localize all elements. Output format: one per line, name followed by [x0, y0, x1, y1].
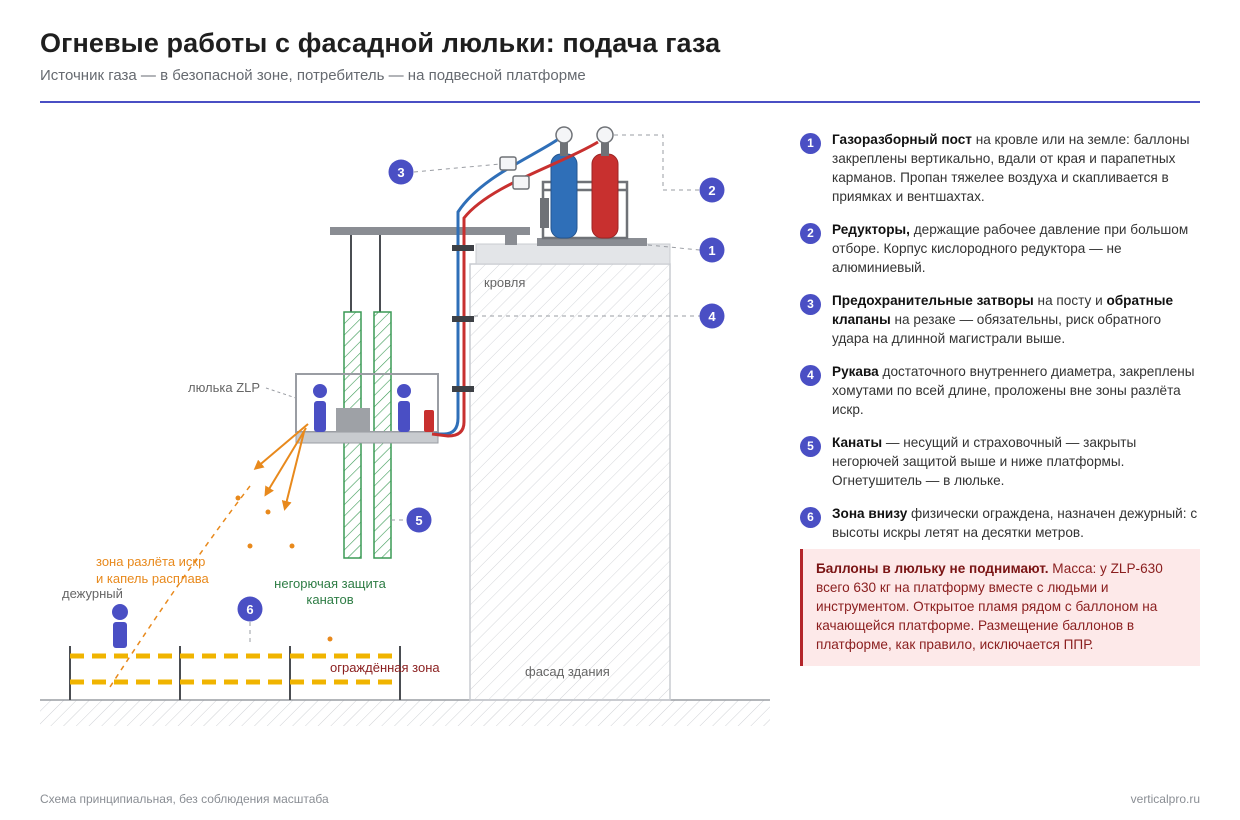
- ground: [40, 700, 770, 726]
- cradle: [295, 373, 439, 444]
- svg-text:1: 1: [708, 243, 715, 258]
- svg-text:5: 5: [415, 513, 422, 528]
- outrigger-beam: [330, 227, 530, 235]
- cradle-leader: [265, 387, 297, 399]
- page-title: Огневые работы с фасадной люльки: подача…: [40, 28, 721, 58]
- marker-leaders: [249, 134, 701, 645]
- legend-item-4: 4 Рукава достаточного внутреннего диамет…: [800, 362, 1200, 419]
- hose-clamp: [452, 245, 474, 251]
- legend-item-2: 2 Редукторы, держащие рабочее давление п…: [800, 220, 1200, 277]
- svg-text:4: 4: [708, 309, 716, 324]
- fire-extinguisher: [424, 410, 434, 432]
- legend-number-badge: 5: [800, 436, 821, 457]
- header-divider: [40, 101, 1200, 103]
- svg-text:6: 6: [246, 602, 253, 617]
- facade-label: фасад здания: [525, 664, 610, 679]
- propane-hose: [431, 140, 599, 438]
- spark-drops: [235, 495, 333, 642]
- guard-figure: [112, 604, 128, 648]
- roof-label: кровля: [484, 275, 525, 290]
- spark-zone-label-1: зона разлёта искр: [96, 554, 205, 569]
- worker-right: [397, 384, 411, 432]
- legend-number-badge: 3: [800, 294, 821, 315]
- legend-text: Канаты — несущий и страховочный — закрыт…: [832, 435, 1137, 488]
- legend-number-badge: 1: [800, 133, 821, 154]
- spark-zone-label-2: и капель расплава: [96, 571, 209, 586]
- legend: 1 Газоразборный пост на кровле или на зе…: [800, 130, 1200, 556]
- propane-cylinder: [591, 126, 619, 239]
- legend-text: Предохранительные затворы на посту и обр…: [832, 293, 1174, 346]
- gas-supply-diagram: кровля фасад здания люлька ZLP: [40, 126, 770, 726]
- legend-number-badge: 6: [800, 507, 821, 528]
- legend-item-1: 1 Газоразборный пост на кровле или на зе…: [800, 130, 1200, 206]
- building: [469, 243, 671, 701]
- safety-valve-propane: [512, 175, 530, 190]
- cradle-label: люлька ZLP: [188, 380, 260, 395]
- guard-label: дежурный: [62, 586, 123, 601]
- safety-valve-oxygen: [499, 156, 517, 171]
- marker-1: 1: [699, 237, 725, 263]
- marker-3: 3: [388, 159, 414, 185]
- marker-5: 5: [406, 507, 432, 533]
- legend-text: Рукава достаточного внутреннего диаметра…: [832, 364, 1195, 417]
- marker-2: 2: [699, 177, 725, 203]
- legend-text: Зона внизу физически ограждена, назначен…: [832, 506, 1198, 540]
- warning-text: Баллоны в люльку не поднимают. Масса: у …: [816, 561, 1163, 652]
- legend-item-6: 6 Зона внизу физически ограждена, назнач…: [800, 504, 1200, 542]
- spark-arrows: [253, 423, 309, 511]
- oxygen-hose: [434, 138, 558, 436]
- legend-item-5: 5 Канаты — несущий и страховочный — закр…: [800, 433, 1200, 490]
- legend-text: Газоразборный пост на кровле или на земл…: [832, 132, 1190, 204]
- legend-number-badge: 4: [800, 365, 821, 386]
- spark-trajectory: [107, 485, 251, 691]
- footer-site-link[interactable]: verticalpro.ru: [1130, 792, 1200, 806]
- worker-left: [313, 384, 327, 432]
- rope-protection-label-2: канатов: [306, 592, 353, 607]
- svg-text:3: 3: [397, 165, 404, 180]
- fenced-zone-label: ограждённая зона: [330, 660, 440, 675]
- oxygen-cylinder: [550, 126, 578, 239]
- beam-support: [505, 235, 517, 245]
- hose-clamp: [452, 316, 474, 322]
- page-subtitle: Источник газа — в безопасной зоне, потре…: [40, 67, 586, 84]
- marker-6: 6: [237, 596, 263, 622]
- rope-protection-label-1: негорючая защита: [274, 576, 386, 591]
- legend-item-3: 3 Предохранительные затворы на посту и о…: [800, 291, 1200, 348]
- footer-note: Схема принципиальная, без соблюдения мас…: [40, 792, 329, 806]
- hose-clamp: [452, 386, 474, 392]
- legend-text: Редукторы, держащие рабочее давление при…: [832, 222, 1189, 275]
- legend-number-badge: 2: [800, 223, 821, 244]
- fence: [69, 646, 401, 700]
- marker-4: 4: [699, 303, 725, 329]
- svg-text:2: 2: [708, 183, 715, 198]
- warning-box: Баллоны в люльку не поднимают. Масса: у …: [800, 549, 1200, 666]
